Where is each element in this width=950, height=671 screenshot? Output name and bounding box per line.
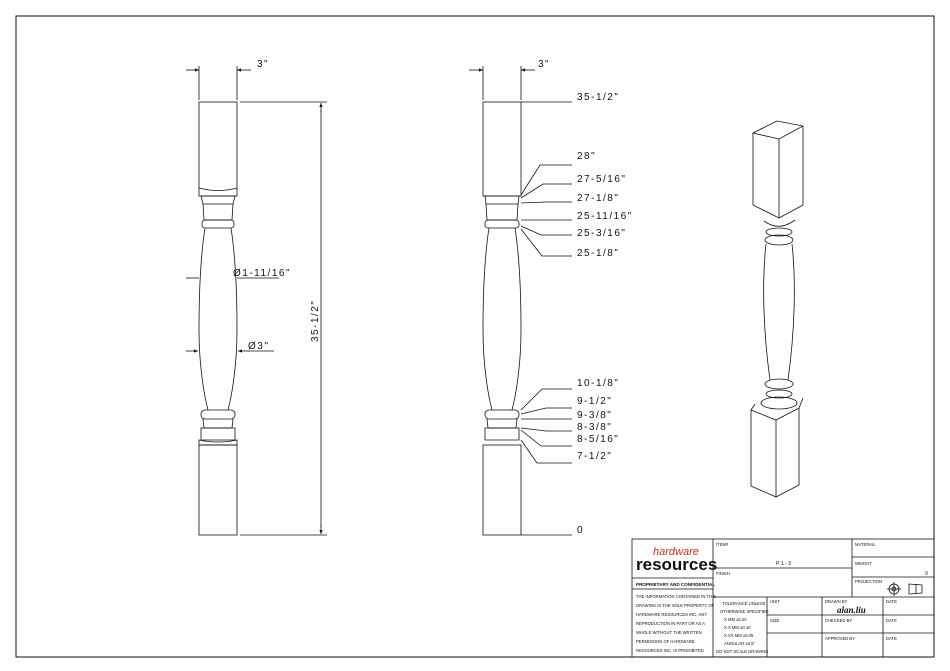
elev-label-11: 8-5/16" [577,434,619,445]
tolerance-line-0: TOLERANCE UNLESS [722,601,766,606]
tolerance-line-6: DO NOT SCALE DRAWING [716,649,768,654]
proprietary-line-3: REPRODUCTION IN PART OR AS A [636,621,705,626]
elev-label-3: 27-1/8" [577,193,619,204]
weight-value: 9 [925,571,928,577]
proprietary-line-4: WHOLE WITHOUT THE WRITTEN [636,630,702,635]
front-elevation-view [186,66,327,536]
side-elevation-view [469,66,572,536]
logo-resources: resources [636,555,717,574]
elev-label-6: 25-1/8" [577,248,619,259]
approved-by-label: APPROVED BY [825,636,855,641]
sheet-border [15,15,935,658]
drawn-by-value: alan.liu [837,605,866,615]
tolerance-line-2: X MM ±0.20 [724,617,747,622]
isometric-view [750,120,805,498]
projection-label: PROJECTION [855,579,882,584]
date-label-3: DATE [886,636,897,641]
size-label: SIZE [770,618,780,623]
item-value: P1-3 [776,561,793,567]
elev-label-10: 8-3/8" [577,422,612,433]
elev-label-13: 0 [577,525,584,536]
elev-label-5: 25-3/16" [577,228,626,239]
drawn-by-label: DRAWN BY [825,599,848,604]
width-dim-label-side: 3" [538,59,550,70]
proprietary-line-6: RESOURCES INC. IS PROHIBITED [636,648,704,653]
proprietary-heading: PROPRIETARY AND CONFIDENTIAL [636,582,715,587]
unit-label: UNIT [770,599,780,604]
overall-height-label: 35-1/2" [310,300,321,342]
logo-hardware: hardware [653,546,699,558]
elev-label-7: 10-1/8" [577,378,619,389]
elev-label-12: 7-1/2" [577,451,612,462]
elev-label-8: 9-1/2" [577,396,612,407]
diameter-max-label: Ø3" [248,341,269,352]
date-label-1: DATE [886,599,897,604]
elev-label-4: 25-11/16" [577,211,633,222]
tolerance-line-1: OTHERWISE SPECIFIED [720,609,769,614]
proprietary-line-0: THE INFORMATION CONTAINED IN THIS [636,594,716,599]
tolerance-line-5: ANGULAR ±0.5° [724,641,756,646]
proprietary-line-1: DRAWING IS THE SOLE PROPERTY OF [636,603,714,608]
tolerance-line-3: X.X MM ±0.10 [724,625,751,630]
tolerance-line-4: X.XX MM ±0.05 [724,633,754,638]
weight-label: WEIGHT [855,561,872,566]
elev-label-0: 35-1/2" [577,92,619,103]
elev-label-1: 28" [577,151,596,162]
width-dim-label-front: 3" [257,59,269,70]
item-label: ITEM# [716,542,729,547]
finish-label: FINISH [716,571,730,576]
date-label-2: DATE [886,618,897,623]
elev-label-2: 27-5/16" [577,174,626,185]
elev-label-9: 9-3/8" [577,410,612,421]
proprietary-line-2: HARDWARE RESOURCES INC. ANY [636,612,707,617]
material-label: MATERIAL [855,542,876,547]
title-block [631,538,935,658]
proprietary-line-5: PERMISSION OF HARDWARE [636,639,695,644]
checked-by-label: CHECKED BY [825,618,852,623]
diameter-min-label: Ø1-11/16" [233,268,291,279]
